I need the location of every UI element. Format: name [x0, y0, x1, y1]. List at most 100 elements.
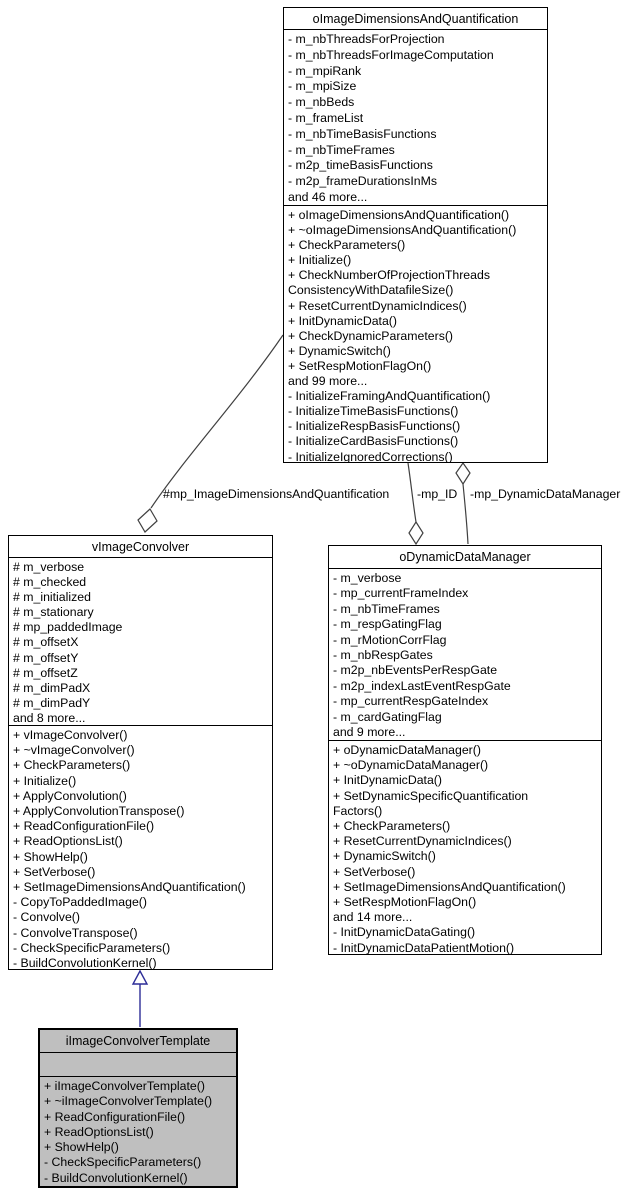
class-title: vImageConvolver — [9, 536, 272, 558]
aggregation-edge-mp-imagedimensions — [150, 334, 284, 509]
member-line: - Convolve() — [13, 910, 80, 925]
edge-label-mp-id: -mp_ID — [417, 487, 458, 501]
member-line: + oDynamicDataManager() — [333, 743, 481, 757]
member-line: + ShowHelp() — [13, 849, 88, 864]
member-line: - m_mpiSize — [288, 79, 357, 94]
class-methods: + oImageDimensionsAndQuantification()+ ~… — [284, 206, 547, 462]
member-line: + SetVerbose() — [333, 864, 416, 879]
member-line: and 14 more... — [333, 910, 413, 925]
member-line: - m_nbThreadsForImageComputation — [288, 47, 494, 62]
member-line: + ReadConfigurationFile() — [13, 819, 155, 834]
member-line: - InitializeCardBasisFunctions() — [288, 434, 459, 449]
class-attributes: - m_verbose- mp_currentFrameIndex- m_nbT… — [329, 569, 601, 741]
member-line: - m_nbBeds — [288, 95, 355, 110]
member-line: - CheckSpecificParameters() — [44, 1155, 202, 1170]
member-line: # m_offsetZ — [13, 665, 78, 680]
class-iImageConvolverTemplate[interactable]: iImageConvolverTemplate + iImageConvolve… — [38, 1028, 238, 1188]
class-attributes: - m_nbThreadsForProjection- m_nbThreadsF… — [284, 30, 547, 206]
member-line: - m_frameList — [288, 110, 364, 125]
member-line: - m2p_nbEventsPerRespGate — [333, 663, 498, 678]
member-line: + SetImageDimensionsAndQuantification() — [333, 879, 566, 894]
member-line: + CheckParameters() — [333, 819, 451, 834]
class-title: oImageDimensionsAndQuantification — [284, 8, 547, 30]
member-line: + SetImageDimensionsAndQuantification() — [13, 880, 246, 895]
member-line: # m_checked — [13, 575, 87, 590]
edge-label-mp-imagedimensionsandquantification: #mp_ImageDimensionsAndQuantification — [163, 487, 390, 501]
member-line: - m2p_timeBasisFunctions — [288, 158, 433, 173]
aggregation-diamond-icon — [455, 461, 471, 486]
member-line: - InitializeFramingAndQuantification() — [288, 389, 491, 404]
aggregation-edge-mp-id — [407, 462, 417, 523]
member-line: # m_offsetX — [13, 635, 79, 650]
member-line: - CheckSpecificParameters() — [13, 940, 171, 955]
member-line: + ReadOptionsList() — [13, 834, 123, 849]
member-line: + InitDynamicData() — [333, 773, 442, 788]
member-line: - mp_currentRespGateIndex — [333, 694, 489, 709]
member-line: + vImageConvolver() — [13, 728, 128, 742]
member-line: - ConvolveTranspose() — [13, 925, 138, 940]
member-line: + InitDynamicData() — [288, 313, 397, 328]
member-line: - m_nbTimeFrames — [288, 142, 395, 157]
member-line: and 9 more... — [333, 725, 406, 740]
member-line: + ApplyConvolution() — [13, 788, 127, 803]
member-line: + CheckDynamicParameters() — [288, 328, 454, 343]
member-line: - m_nbThreadsForProjection — [288, 32, 445, 46]
member-line: - m_mpiRank — [288, 63, 362, 78]
member-line: - CopyToPaddedImage() — [13, 895, 147, 910]
class-oImageDimensionsAndQuantification[interactable]: oImageDimensionsAndQuantification - m_nb… — [283, 7, 548, 463]
aggregation-edge-mp-dynamicdatamanager — [462, 483, 469, 545]
member-line: - InitializeIgnoredCorrections() — [288, 449, 453, 463]
member-line: - m2p_indexLastEventRespGate — [333, 678, 511, 693]
member-line: and 8 more... — [13, 710, 86, 725]
class-oDynamicDataManager[interactable]: oDynamicDataManager - m_verbose- mp_curr… — [328, 545, 602, 955]
member-line: + SetVerbose() — [13, 864, 96, 879]
member-line: + Initialize() — [288, 253, 352, 268]
member-line: Factors() — [333, 803, 383, 818]
member-line: + ApplyConvolutionTranspose() — [13, 804, 185, 819]
edge-label-mp-dynamicdatamanager: -mp_DynamicDataManager — [470, 487, 621, 501]
member-line: - BuildConvolutionKernel() — [44, 1170, 188, 1185]
member-line: + ShowHelp() — [44, 1140, 119, 1155]
member-line: - InitDynamicDataGating() — [333, 925, 476, 940]
member-line: # m_initialized — [13, 590, 91, 605]
member-line: - InitializeRespBasisFunctions() — [288, 419, 461, 434]
member-line: # m_offsetY — [13, 650, 79, 665]
member-line: - m_rMotionCorrFlag — [333, 632, 447, 647]
member-line: + DynamicSwitch() — [288, 343, 391, 358]
member-line: - m_nbTimeFrames — [333, 601, 440, 616]
member-line: + ReadConfigurationFile() — [44, 1109, 186, 1124]
member-line: + ResetCurrentDynamicIndices() — [333, 834, 512, 849]
member-line: + CheckNumberOfProjectionThreads — [288, 268, 490, 283]
class-vImageConvolver[interactable]: vImageConvolver # m_verbose# m_checked# … — [8, 535, 273, 970]
member-line: + ~iImageConvolverTemplate() — [44, 1094, 213, 1109]
class-title: iImageConvolverTemplate — [40, 1030, 236, 1053]
member-line: + oImageDimensionsAndQuantification() — [288, 208, 510, 222]
member-line: + ReadOptionsList() — [44, 1124, 154, 1139]
member-line: + ~vImageConvolver() — [13, 743, 135, 758]
member-line: + DynamicSwitch() — [333, 849, 436, 864]
member-line: # m_dimPadY — [13, 695, 91, 710]
member-line: # m_stationary — [13, 605, 94, 620]
member-line: and 46 more... — [288, 189, 368, 204]
class-title: oDynamicDataManager — [329, 546, 601, 569]
member-line: - mp_currentFrameIndex — [333, 586, 469, 601]
member-line: + CheckParameters() — [13, 758, 131, 773]
member-line: - InitializeTimeBasisFunctions() — [288, 404, 459, 419]
member-line: - InitDynamicDataPatientMotion() — [333, 940, 515, 954]
member-line: + SetRespMotionFlagOn() — [333, 895, 477, 910]
member-line: - m_nbTimeBasisFunctions — [288, 126, 437, 141]
member-line: ConsistencyWithDatafileSize() — [288, 283, 454, 298]
member-line: - m2p_frameDurationsInMs — [288, 174, 437, 189]
member-line: + ResetCurrentDynamicIndices() — [288, 298, 467, 313]
member-line: - BuildConvolutionKernel() — [13, 956, 157, 969]
class-methods: + oDynamicDataManager()+ ~oDynamicDataMa… — [329, 741, 601, 954]
member-line: + ~oImageDimensionsAndQuantification() — [288, 223, 517, 238]
member-line: + iImageConvolverTemplate() — [44, 1079, 205, 1093]
member-line: - m_cardGatingFlag — [333, 709, 442, 724]
aggregation-diamond-icon — [408, 520, 424, 546]
member-line: + CheckParameters() — [288, 238, 406, 253]
member-line: - m_nbRespGates — [333, 648, 433, 663]
member-line: + SetRespMotionFlagOn() — [288, 358, 432, 373]
member-line: and 99 more... — [288, 374, 368, 389]
